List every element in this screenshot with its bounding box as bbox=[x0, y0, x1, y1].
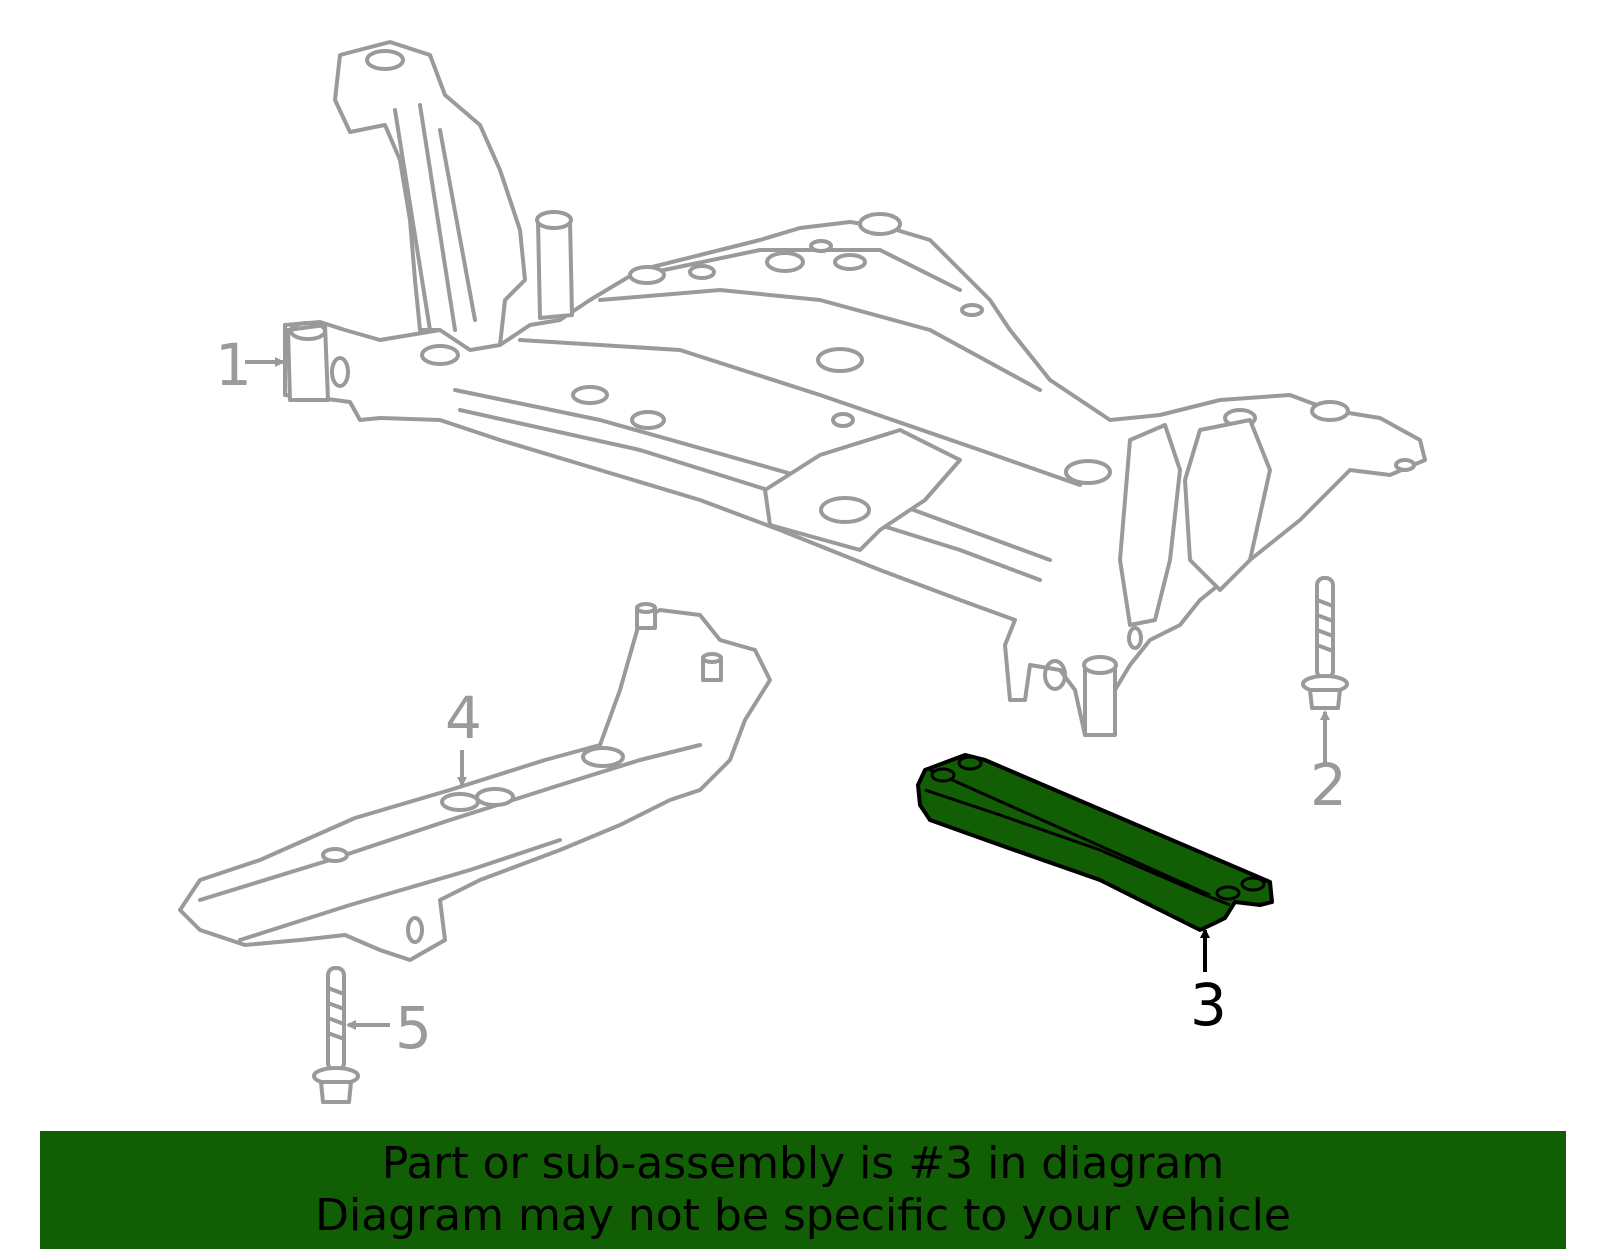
banner-line-disclaimer: Diagram may not be specific to your vehi… bbox=[315, 1190, 1291, 1241]
bolt-part-2 bbox=[1301, 576, 1349, 710]
bar-part-3-highlighted bbox=[916, 753, 1274, 932]
subframe-part-1 bbox=[283, 40, 1427, 737]
banner-line-part-number: Part or sub-assembly is #3 in diagram bbox=[381, 1138, 1225, 1189]
callout-label-5: 5 bbox=[395, 994, 432, 1062]
info-banner: Part or sub-assembly is #3 in diagram Di… bbox=[40, 1131, 1566, 1249]
brace-part-4 bbox=[178, 602, 772, 962]
callout-label-4: 4 bbox=[445, 684, 482, 752]
callout-label-2: 2 bbox=[1310, 751, 1347, 819]
callout-label-1: 1 bbox=[215, 331, 252, 399]
callout-label-3: 3 bbox=[1190, 971, 1227, 1039]
bolt-part-5 bbox=[312, 966, 360, 1104]
